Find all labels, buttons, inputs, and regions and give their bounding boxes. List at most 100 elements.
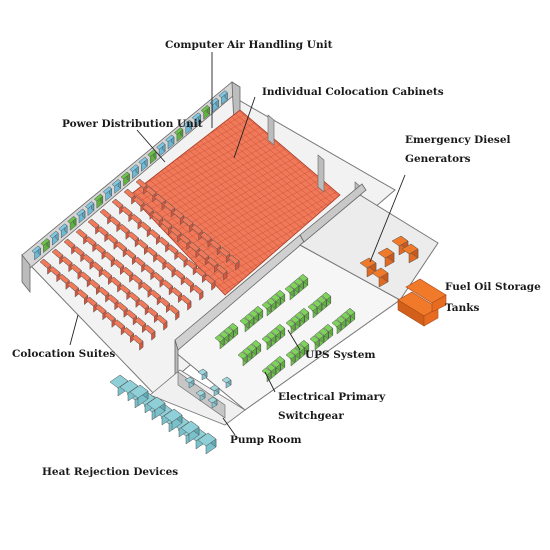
heat-device-0-0-top	[109, 374, 129, 389]
suite-cabinet-7-4-top	[160, 219, 173, 229]
suite-cabinet-8-7-top	[200, 231, 212, 242]
ups-block-0-2-top	[223, 326, 234, 335]
suite-cabinet-0-8-top	[113, 319, 125, 330]
suite-cabinet-4-8-top	[161, 279, 173, 290]
suite-cabinet-0-10-top	[131, 334, 144, 345]
suite-cabinet-8-1-top	[144, 186, 157, 197]
suite-cabinet-2-6-top	[118, 284, 131, 295]
suite-cabinet-6-1-top	[120, 206, 133, 217]
suite-cabinet-1-2-top	[70, 263, 82, 274]
pump-4-top	[195, 389, 206, 397]
wall-unit-12-top	[138, 156, 148, 165]
ups-block-7-1-top	[312, 299, 322, 308]
suite-cabinet-6-9-top	[194, 267, 207, 277]
pump-1-top	[197, 368, 208, 376]
suite-cabinet-6-2-top	[130, 213, 142, 224]
suite-cabinet-6-10-top	[203, 274, 216, 285]
suite-cabinet-2-5-top	[109, 276, 122, 287]
hall-left-wall	[21, 253, 31, 294]
cabinet-block-main	[129, 109, 341, 296]
suite-cabinet-3-2-top	[94, 243, 106, 254]
label-crah: Computer Air Handling Unit	[165, 39, 333, 51]
suite-cabinet-1-0-top	[51, 248, 64, 259]
suite-cabinet-0-6-top	[94, 304, 107, 315]
suite-cabinet-7-6-top	[178, 234, 191, 245]
wall-unit-6-top	[85, 201, 95, 209]
label-suites: Colocation Suites	[12, 348, 115, 360]
suite-cabinet-1-5-top	[97, 286, 110, 297]
ups-block-1-0-top	[239, 317, 250, 326]
suite-cabinet-5-8-top	[173, 269, 185, 280]
suite-cabinet-5-1-top	[108, 216, 121, 227]
suite-cabinet-0-2-top	[58, 273, 70, 284]
suite-cabinet-5-6-top	[154, 254, 167, 265]
ups-block-11-3-top	[345, 307, 356, 316]
ups-block-10-2-top	[318, 327, 329, 336]
wall-unit-18-top	[191, 112, 202, 121]
label-fuel-1: Fuel Oil Storage	[445, 281, 541, 293]
label-fuel-2: Tanks	[445, 302, 480, 314]
ups-block-3-2-top	[293, 277, 304, 286]
partition-wall-1	[317, 154, 325, 193]
suite-cabinet-5-5-top	[145, 246, 158, 257]
suite-cabinet-7-1-top	[132, 196, 145, 207]
suite-cabinet-0-1-top	[48, 266, 61, 277]
wall-unit-1-top	[40, 238, 50, 246]
heat-device-1-0-top	[119, 379, 139, 394]
colocation-suite-rows	[39, 178, 240, 351]
suite-cabinet-7-2-top	[142, 203, 154, 214]
label-ups: UPS System	[305, 349, 376, 361]
wall-unit-9-top	[111, 179, 121, 187]
suite-cabinet-6-8-top	[185, 259, 197, 270]
ups-block-6-1-top	[290, 315, 300, 324]
wall-unit-7-top	[93, 193, 104, 202]
suite-cabinet-3-9-top	[158, 297, 171, 307]
ups-block-7-0-top	[307, 303, 318, 312]
ups-block-4-3-top	[251, 339, 262, 348]
suite-cabinet-2-9-top	[146, 307, 159, 317]
suite-cabinet-4-3-top	[115, 241, 127, 252]
leader-lines	[69, 52, 406, 436]
wall-unit-8-top	[102, 186, 113, 195]
heat-device-2-2-top	[163, 408, 183, 423]
ups-block-8-1-top	[266, 363, 276, 372]
suite-cabinet-2-3-top	[91, 261, 103, 272]
ups-block-8-2-top	[270, 359, 281, 368]
label-generators-2: Generators	[405, 153, 471, 165]
suite-cabinet-5-0-top	[99, 208, 112, 219]
ups-blocks	[214, 273, 356, 383]
suite-cabinet-7-10-top	[215, 264, 228, 275]
suite-cabinet-4-6-top	[142, 264, 155, 275]
fuel-tank-2-end	[431, 294, 447, 313]
ups-block-11-2-top	[340, 311, 351, 320]
ups-block-3-3-top	[298, 273, 309, 282]
suite-cabinet-0-9-top	[122, 327, 135, 337]
suite-cabinet-4-2-top	[106, 233, 118, 244]
ups-block-0-3-top	[228, 322, 239, 331]
generator-4-top	[371, 267, 389, 279]
suite-cabinet-4-1-top	[96, 226, 109, 237]
wall-unit-16-top	[174, 127, 184, 135]
pump-equipment	[184, 368, 232, 409]
heat-device-2-3-top	[180, 420, 200, 435]
wall-unit-14-top	[156, 142, 166, 150]
ups-block-10-0-top	[309, 335, 320, 344]
suite-cabinet-0-0-top	[39, 258, 52, 269]
ups-block-4-1-top	[242, 347, 252, 356]
wall-unit-21-top	[218, 90, 228, 98]
ups-block-10-1-top	[314, 331, 324, 340]
ups-block-9-0-top	[285, 351, 296, 360]
suite-cabinet-3-8-top	[149, 289, 161, 300]
suite-cabinet-3-4-top	[112, 259, 125, 269]
wall-unit-17-top	[182, 119, 193, 128]
ups-block-4-2-top	[246, 343, 257, 352]
suite-cabinet-6-3-top	[139, 221, 151, 232]
ups-block-11-0-top	[331, 319, 342, 328]
ups-block-6-3-top	[299, 307, 310, 316]
generator-yard-wall	[299, 183, 367, 243]
ups-block-3-0-top	[284, 285, 295, 294]
pump-3-top	[221, 376, 232, 384]
suite-cabinet-4-10-top	[179, 294, 192, 305]
suite-cabinet-1-10-top	[143, 324, 156, 335]
